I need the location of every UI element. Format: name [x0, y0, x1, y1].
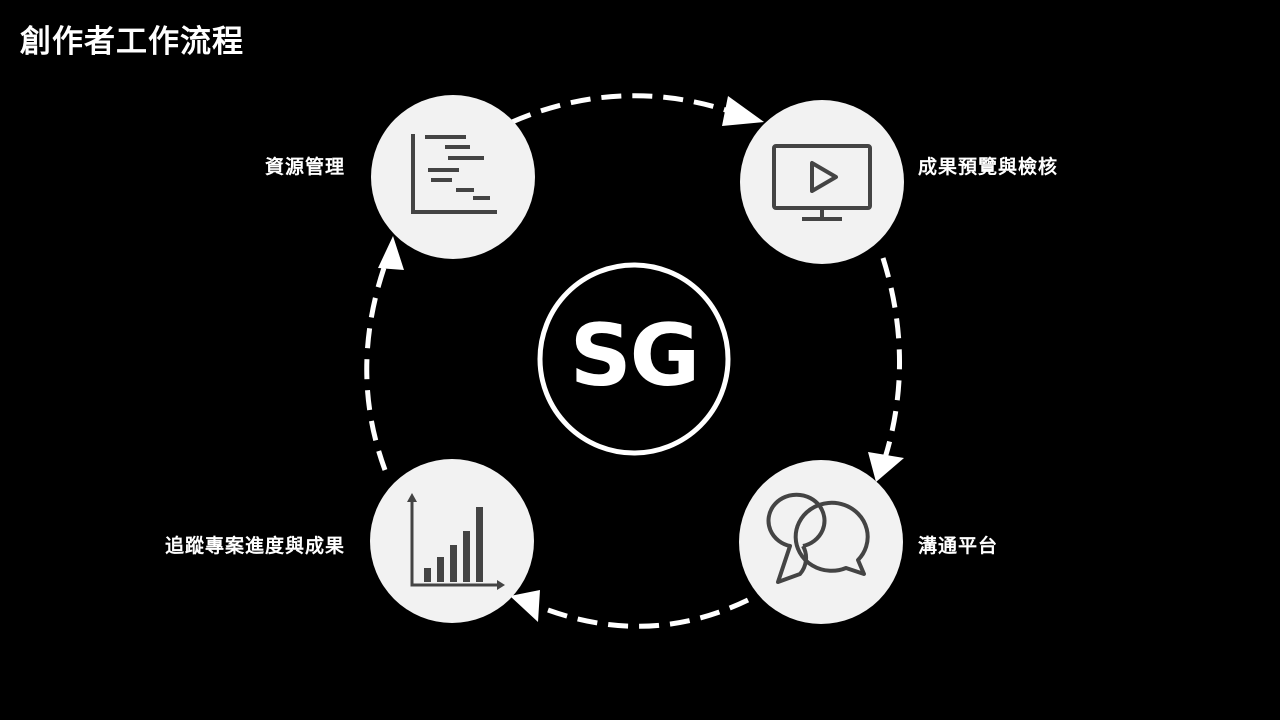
arrowhead-to-track [510, 590, 540, 622]
node-label-track: 追蹤專案進度與成果 [164, 535, 345, 557]
logo-ring [537, 262, 731, 456]
connector-preview-to-comm [880, 257, 902, 459]
bar-chart-icon [407, 493, 505, 590]
node-comm-circle [739, 460, 903, 624]
node-track[interactable] [370, 459, 534, 623]
arrowhead-to-comm [868, 452, 904, 482]
monitor-play-icon [772, 144, 872, 221]
node-label-resource: 資源管理 [264, 156, 345, 178]
node-label-preview: 成果預覽與檢核 [918, 156, 1059, 178]
node-label-comm: 溝通平台 [918, 535, 999, 557]
page-title: 創作者工作流程 [20, 24, 244, 60]
arrowhead-to-resource [378, 236, 404, 270]
sg-logo: SG [569, 306, 701, 406]
arrowhead-to-preview [722, 96, 764, 126]
node-resource[interactable] [371, 95, 535, 259]
node-preview[interactable] [740, 100, 904, 264]
gantt-chart-icon [411, 134, 497, 214]
chat-bubbles-icon [766, 492, 870, 584]
connector-resource-to-preview [511, 93, 733, 125]
cycle-arrowheads [378, 96, 904, 622]
node-track-circle [370, 459, 534, 623]
node-preview-circle [740, 100, 904, 264]
node-resource-circle [371, 95, 535, 259]
cycle-connectors [364, 93, 902, 629]
node-comm[interactable] [739, 460, 903, 624]
connector-comm-to-track [534, 597, 750, 629]
connector-track-to-resource [364, 261, 389, 471]
